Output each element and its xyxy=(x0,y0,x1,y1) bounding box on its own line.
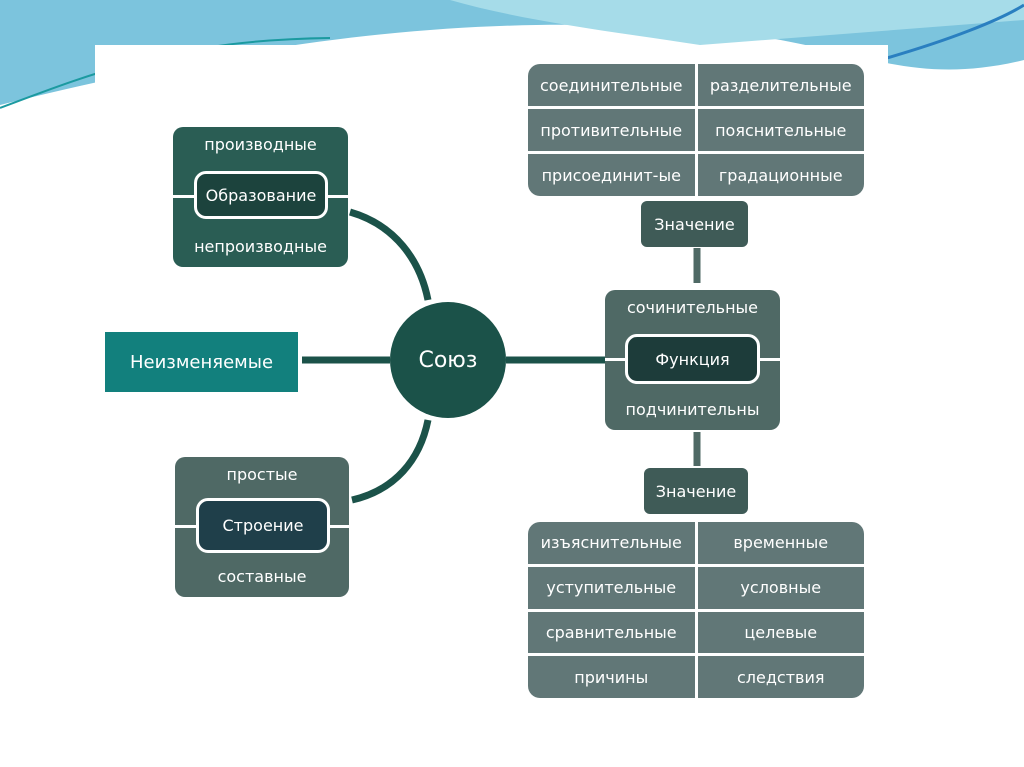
meaning-cell: сравнительные xyxy=(528,611,695,654)
meaning-cell: разделительные xyxy=(697,64,864,106)
meaning-cell: изъяснительные xyxy=(528,522,695,564)
subordinating-meanings-table: изъяснительные временные уступительные у… xyxy=(528,522,864,698)
meaning-cell: присоединит-ые xyxy=(528,154,695,196)
meaning-cell: пояснительные xyxy=(697,109,864,151)
function-bottom: подчинительны xyxy=(625,400,760,419)
meaning-cell: целевые xyxy=(697,611,864,654)
formation-group: производные Образование непроизводные xyxy=(173,127,348,267)
meaning-cell: соединительные xyxy=(528,64,695,106)
meaning-cell: уступительные xyxy=(528,566,695,609)
meaning-cell: противительные xyxy=(528,109,695,151)
meaning-cell: причины xyxy=(528,656,695,698)
structure-group: простые Строение составные xyxy=(175,457,349,597)
function-group: сочинительные Функция подчинительны xyxy=(605,290,780,430)
meaning-label-bottom: Значение xyxy=(644,468,748,514)
formation-title: Образование xyxy=(194,171,328,219)
structure-bottom: составные xyxy=(217,567,307,586)
meaning-cell: следствия xyxy=(697,656,864,698)
meaning-label-top: Значение xyxy=(641,201,748,247)
center-node: Союз xyxy=(390,302,506,418)
unchangeable-box: Неизменяемые xyxy=(105,332,298,392)
meaning-cell: условные xyxy=(697,566,864,609)
structure-top: простые xyxy=(226,465,298,484)
function-title: Функция xyxy=(625,334,760,384)
formation-top: производные xyxy=(204,135,317,154)
function-top: сочинительные xyxy=(626,298,759,317)
structure-title: Строение xyxy=(196,498,330,553)
formation-bottom: непроизводные xyxy=(194,237,327,256)
coordinating-meanings-table: соединительные разделительные противител… xyxy=(528,64,864,196)
meaning-cell: градационные xyxy=(697,154,864,196)
meaning-cell: временные xyxy=(697,522,864,564)
